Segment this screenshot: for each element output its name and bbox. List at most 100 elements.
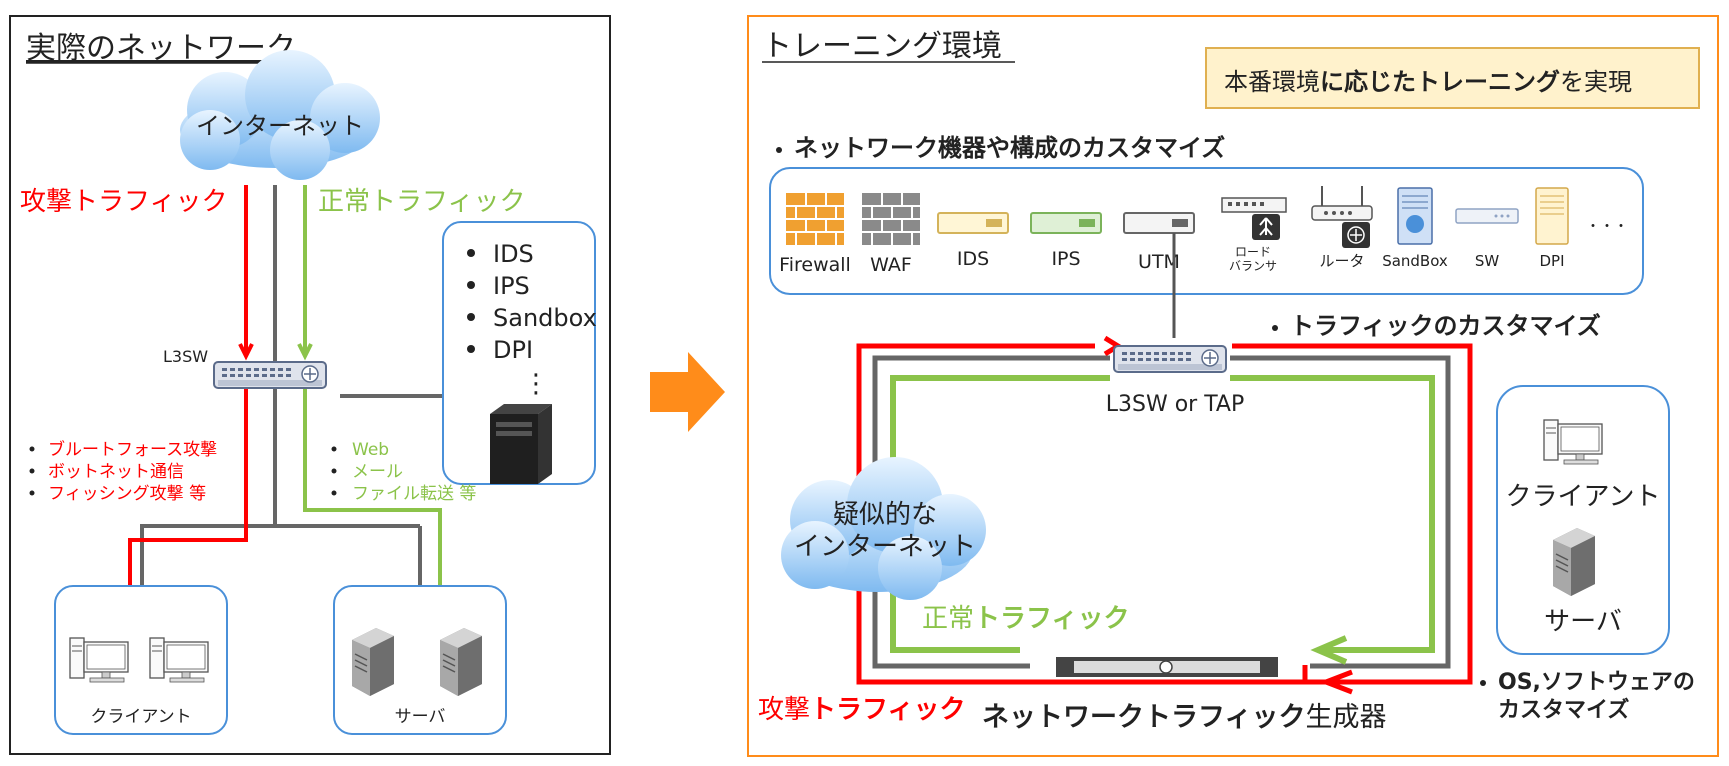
attack-path-lower <box>128 384 248 618</box>
device-lb-label-2: バランサ <box>1229 259 1277 273</box>
device-section-title: ネットワーク機器や構成のカスタマイズ <box>794 134 1225 162</box>
device-lb-label-1: ロード <box>1235 245 1271 259</box>
attack-loop-line <box>856 343 1308 685</box>
attack-item: ブルートフォース攻撃 <box>48 439 217 460</box>
security-item-sandbox: Sandbox <box>493 304 597 332</box>
bullet-icon <box>331 446 337 452</box>
right-endpoints-box <box>1496 385 1670 655</box>
generator-part-1: ネットワークトラフィック <box>982 702 1305 733</box>
load-balancer-icon <box>1221 197 1287 240</box>
attack-arrowhead-upper <box>238 343 254 361</box>
device-ips-label: IPS <box>1051 248 1080 270</box>
generator-label: ネットワークトラフィック生成器 <box>982 702 1386 733</box>
bullet-icon <box>29 490 35 496</box>
right-servers-label: サーバ <box>1544 607 1622 637</box>
banner-part-3: を <box>1560 68 1584 96</box>
attack-part-2: トラフィック <box>810 695 965 725</box>
left-clients-box <box>54 585 228 735</box>
pseudo-internet-cloud-icon <box>781 457 986 600</box>
pseudo-internet-label-1: 疑似的な <box>833 500 937 530</box>
normal-item: ファイル転送 等 <box>352 484 476 504</box>
bullet-icon <box>467 281 475 289</box>
left-servers-box <box>333 585 507 735</box>
l3sw-switch-icon <box>213 361 327 389</box>
bullet-icon <box>776 147 782 153</box>
bullet-icon <box>467 345 475 353</box>
attack-arrowhead-bottom <box>1319 669 1353 695</box>
attack-examples-list: ブルートフォース攻撃 ボットネット通信 フィッシング攻撃 等 <box>29 439 217 504</box>
bullet-icon <box>1272 325 1278 331</box>
normal-traffic-label: 正常トラフィック <box>318 187 525 217</box>
l3sw-label: L3SW <box>163 347 208 366</box>
device-ids-label: IDS <box>957 248 989 270</box>
normal-item: Web <box>352 440 389 460</box>
generator-part-2: 生成器 <box>1305 702 1386 733</box>
left-servers-label: サーバ <box>395 707 446 727</box>
l3sw-tap-label: L3SW or TAP <box>1106 392 1245 417</box>
attack-item: ボットネット通信 <box>48 462 184 482</box>
device-sw-label: SW <box>1475 252 1500 270</box>
traffic-custom-label: トラフィックのカスタマイズ <box>1290 312 1601 340</box>
internet-label: インターネット <box>196 112 364 140</box>
internet-cloud-icon <box>180 50 380 180</box>
right-attack-traffic-label: 攻撃トラフィック <box>758 695 966 725</box>
security-item-ips: IPS <box>493 272 530 300</box>
attack-part-1: 攻撃 <box>758 695 810 725</box>
server-icon <box>439 627 483 697</box>
security-server-icon <box>490 404 552 484</box>
bullet-icon <box>467 313 475 321</box>
security-item-ids: IDS <box>493 240 534 268</box>
traffic-generator-icon <box>1056 657 1278 677</box>
bullet-icon <box>29 446 35 452</box>
transition-arrow-icon <box>650 352 725 432</box>
bullet-icon <box>1480 680 1486 686</box>
device-sandbox-label: SandBox <box>1382 252 1448 270</box>
attack-traffic-label: 攻撃トラフィック <box>20 187 227 217</box>
bullet-icon <box>29 468 35 474</box>
gray-loop-line-right <box>1230 355 1451 669</box>
waf-icon <box>862 193 920 245</box>
right-server-icon <box>1552 527 1596 597</box>
os-custom-label-1: OS,ソフトウェアの <box>1498 670 1695 695</box>
normal-part-1: 正常 <box>922 604 974 634</box>
devices-more: ・・・ <box>1586 219 1628 235</box>
firewall-icon <box>786 193 844 245</box>
banner-part-2: に応じたトレーニング <box>1320 68 1560 96</box>
utm-appliance-icon <box>1123 212 1195 234</box>
normal-part-2: トラフィック <box>974 604 1129 634</box>
right-panel-title: トレーニング環境 <box>762 29 1002 64</box>
bullet-icon <box>331 490 337 496</box>
device-router-label: ルータ <box>1319 252 1364 270</box>
normal-item: メール <box>352 462 403 482</box>
right-clients-label: クライアント <box>1506 482 1661 512</box>
router-icon <box>1311 186 1373 248</box>
banner-part-1: 本番環境 <box>1224 68 1320 96</box>
ids-appliance-icon <box>937 212 1009 234</box>
normal-examples-list: Web メール ファイル転送 等 <box>331 440 476 504</box>
device-dpi-label: DPI <box>1539 252 1564 270</box>
device-utm-label: UTM <box>1138 251 1180 273</box>
security-list: IDS IPS Sandbox DPI ⋮ <box>467 240 597 399</box>
sw-icon <box>1455 208 1519 224</box>
banner-part-4: 実現 <box>1584 68 1632 96</box>
normal-loop-line-right <box>1230 375 1435 653</box>
normal-arrowhead <box>1310 635 1348 665</box>
sandbox-icon <box>1397 187 1433 245</box>
device-firewall-label: Firewall <box>779 254 851 276</box>
device-waf-label: WAF <box>870 254 912 276</box>
bullet-icon <box>331 468 337 474</box>
os-custom-label-2: カスタマイズ <box>1498 697 1629 723</box>
attack-item: フィッシング攻撃 等 <box>48 484 206 504</box>
normal-path-lower <box>303 384 442 618</box>
l3sw-tap-switch-icon <box>1113 345 1227 373</box>
banner-text: 本番環境に応じたトレーニングを実現 <box>1224 68 1632 96</box>
ips-appliance-icon <box>1030 212 1102 234</box>
right-normal-traffic-label: 正常トラフィック <box>922 604 1130 634</box>
normal-arrowhead-upper <box>297 343 313 361</box>
banner-box <box>1205 47 1700 109</box>
attack-loop-line-right <box>1232 343 1473 685</box>
server-icon <box>351 627 395 697</box>
pseudo-internet-label-2: インターネット <box>794 532 976 562</box>
bullet-icon <box>467 249 475 257</box>
